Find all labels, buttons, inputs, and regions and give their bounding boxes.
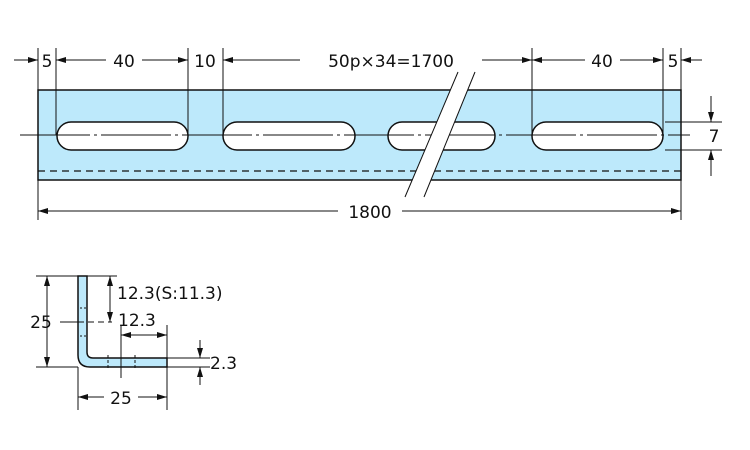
dimension-arrows (14, 57, 714, 214)
slot-1 (56, 121, 189, 151)
slot-4 (531, 121, 664, 151)
dim-pitch: 50p×34=1700 (328, 52, 454, 72)
dim-hole-pos: 12.3(S:11.3) (117, 284, 223, 304)
extension-lines (37, 48, 722, 220)
dim-hole-pos-h: 12.3 (118, 311, 156, 331)
top-view: 5 40 10 50p×34=1700 40 5 7 1800 (14, 48, 722, 223)
dim-gap: 10 (194, 52, 216, 72)
dim-slot-right: 40 (591, 52, 613, 72)
break-line (423, 71, 476, 198)
break-line (404, 71, 459, 198)
break-gap (405, 72, 475, 198)
section-dimension-arrows (44, 276, 203, 400)
dim-slot-left: 40 (113, 52, 135, 72)
dim-total-length: 1800 (348, 203, 391, 223)
dim-right-margin: 5 (668, 52, 679, 72)
dim-thickness: 2.3 (210, 354, 237, 374)
dim-height: 25 (30, 313, 52, 333)
dim-slot-width: 7 (709, 127, 720, 147)
dim-left-margin: 5 (42, 52, 53, 72)
slot-2 (222, 121, 356, 151)
section-view: 25 12.3(S:11.3) 12.3 2.3 25 (30, 275, 237, 410)
dim-width: 25 (110, 389, 132, 409)
